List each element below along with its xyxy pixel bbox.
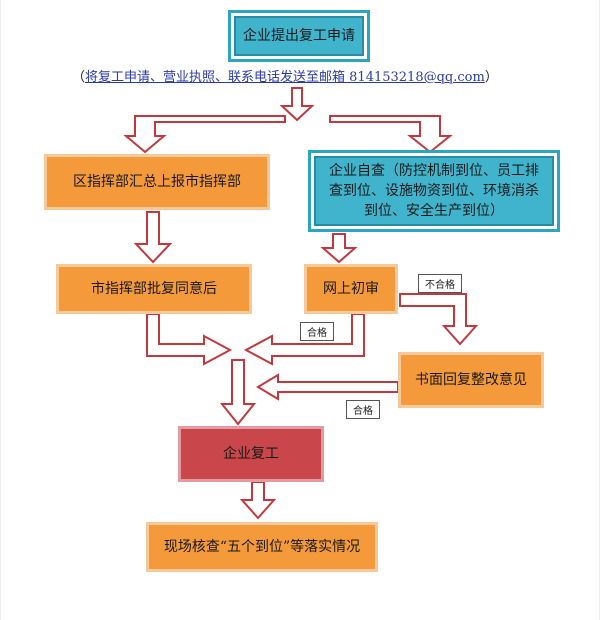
- arrow-split-left: [123, 115, 286, 154]
- node-resume: 企业复工: [178, 426, 324, 482]
- arrow-merge-to-resume: [219, 359, 257, 426]
- arrow-written-to-merge: [256, 373, 399, 401]
- node-written-reply: 书面回复整改意见: [398, 352, 544, 408]
- arrow-city-to-merge: [146, 313, 233, 366]
- node-self-check-frame: 企业自查（防控机制到位、员工排查到位、设施物资到位、环境消杀到位、安全生产到位）: [308, 150, 560, 232]
- node-district: 区指挥部汇总上报市指挥部: [44, 154, 270, 210]
- email-note: （将复工申请、营业执照、联系电话发送至邮箱 814153218@qq.com）: [72, 66, 498, 85]
- arrow-resume-to-onsite: [239, 481, 277, 520]
- arrow-split-right: [329, 115, 453, 154]
- email-note-text[interactable]: 将复工申请、营业执照、联系电话发送至邮箱 814153218@qq.com: [85, 70, 485, 85]
- email-note-close: ）: [484, 70, 498, 85]
- arrow-district-down: [133, 211, 173, 264]
- node-submit: 企业提出复工申请: [234, 16, 364, 56]
- arrow-online-to-merge: [243, 313, 365, 366]
- label-pass-written: 合格: [346, 400, 380, 419]
- node-onsite: 现场核查“五个到位”等落实情况: [146, 522, 378, 572]
- node-submit-frame: 企业提出复工申请: [228, 10, 370, 62]
- arrow-submit-down: [279, 87, 315, 122]
- node-self-check: 企业自查（防控机制到位、员工排查到位、设施物资到位、环境消杀到位、安全生产到位）: [314, 156, 554, 226]
- node-online-review: 网上初审: [304, 264, 398, 314]
- email-note-open: （: [72, 70, 86, 85]
- arrow-online-to-written: [399, 293, 479, 346]
- node-city-approve: 市指挥部批复同意后: [56, 264, 252, 314]
- label-fail: 不合格: [418, 274, 462, 293]
- arrow-selfcheck-down: [320, 233, 358, 264]
- label-pass-online: 合格: [300, 322, 334, 341]
